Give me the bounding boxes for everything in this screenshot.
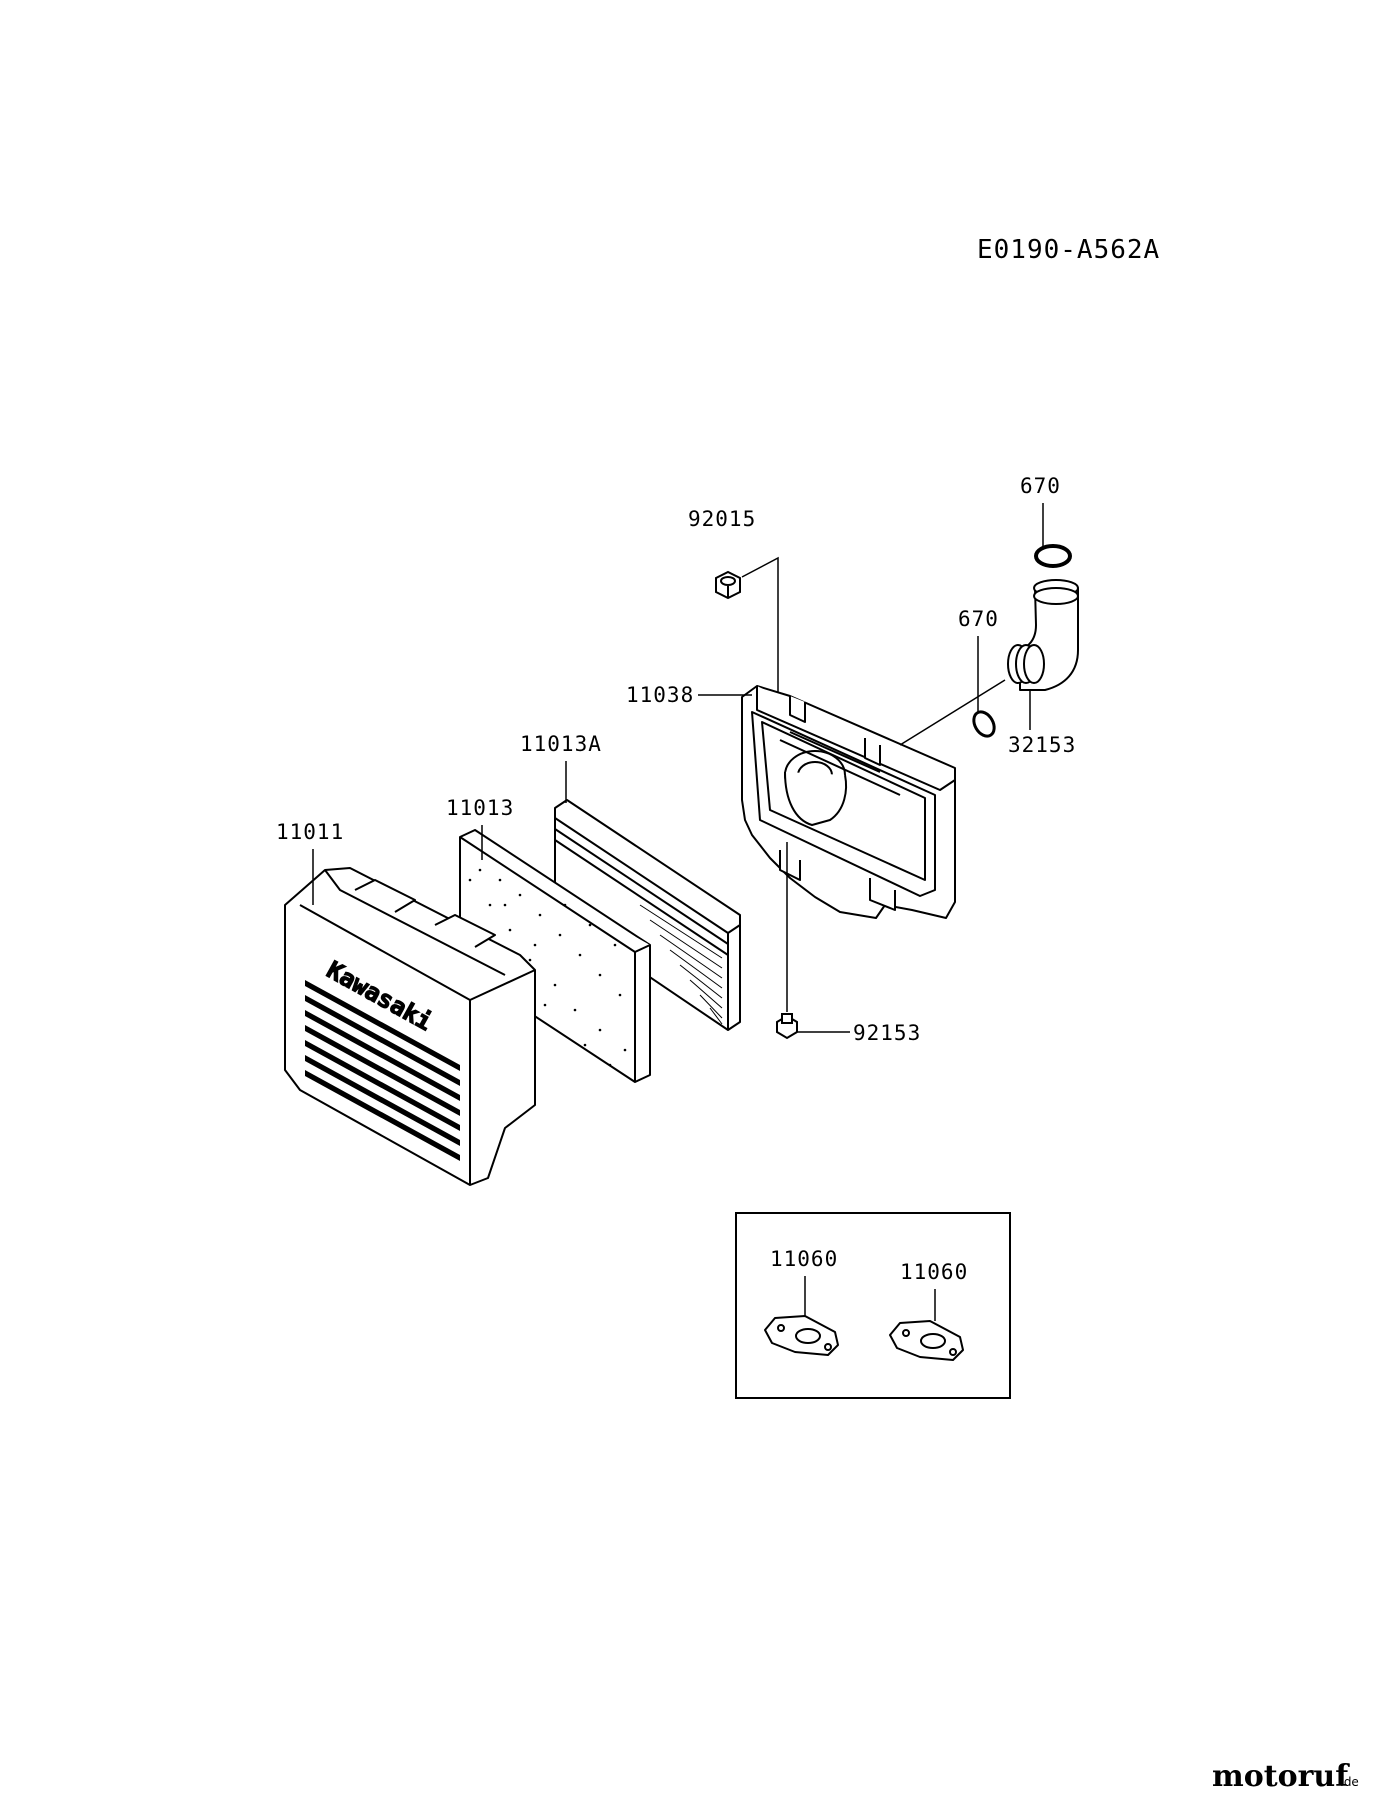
label-670-top: 670 bbox=[1020, 474, 1061, 498]
label-11060-b: 11060 bbox=[900, 1260, 968, 1284]
label-92153: 92153 bbox=[853, 1021, 921, 1045]
part-11013-foam bbox=[459, 829, 651, 1083]
part-670-oring-mid bbox=[972, 710, 996, 738]
label-11011: 11011 bbox=[276, 820, 344, 844]
part-670-oring-top bbox=[1034, 544, 1072, 568]
diagram-code: E0190-A562A bbox=[977, 235, 1160, 265]
part-11038-base bbox=[741, 685, 956, 919]
assembly-axis-elbow bbox=[899, 679, 1006, 746]
part-11060-gasket-b bbox=[889, 1320, 964, 1361]
leader-92015 bbox=[741, 556, 779, 705]
gasket-inset-box bbox=[735, 1212, 1011, 1399]
part-32153-elbow bbox=[1007, 579, 1079, 691]
paper-filter-pleats bbox=[639, 904, 723, 1025]
part-11011-cover bbox=[284, 867, 536, 1186]
cover-grille-stripes bbox=[305, 980, 460, 1161]
label-670-mid: 670 bbox=[958, 607, 999, 631]
part-92015-nut bbox=[715, 570, 741, 600]
label-11013A: 11013A bbox=[520, 732, 602, 756]
label-92015: 92015 bbox=[688, 507, 756, 531]
label-32153: 32153 bbox=[1008, 733, 1076, 757]
watermark-logo: motoruf .de bbox=[1212, 1759, 1359, 1794]
part-11013A-paper-filter bbox=[554, 799, 741, 1031]
part-11060-gasket-a bbox=[764, 1315, 839, 1356]
watermark-text: motoruf bbox=[1212, 1759, 1350, 1794]
label-11038: 11038 bbox=[626, 683, 694, 707]
label-11060-a: 11060 bbox=[770, 1247, 838, 1271]
part-92153-bolt bbox=[776, 1013, 798, 1040]
watermark-suffix: .de bbox=[1340, 1775, 1359, 1789]
label-11013: 11013 bbox=[446, 796, 514, 820]
